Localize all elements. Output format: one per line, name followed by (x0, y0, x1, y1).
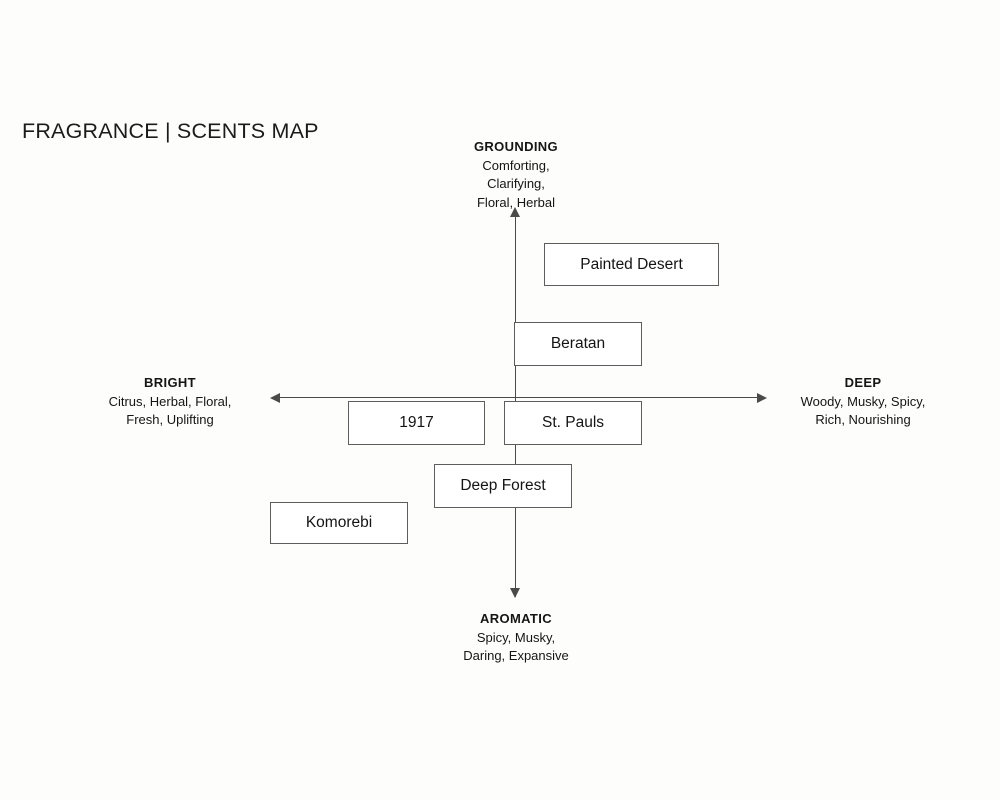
axis-label-aromatic-title: AROMATIC (480, 611, 552, 626)
axis-label-aromatic: AROMATIC Spicy, Musky, Daring, Expansive (416, 610, 616, 666)
axis-label-grounding-line3: Floral, Herbal (476, 194, 556, 210)
axis-label-deep-line1: Woody, Musky, Spicy, (800, 393, 926, 409)
axis-label-deep-line2: Rich, Nourishing (815, 412, 911, 427)
axis-label-bright-line1: Citrus, Herbal, Floral, (108, 393, 232, 409)
axis-label-aromatic-line1: Spicy, Musky, (476, 629, 556, 645)
scent-box-beratan[interactable]: Beratan (514, 322, 642, 366)
axis-label-deep-title: DEEP (844, 375, 882, 390)
scent-box-painted-desert-label: Painted Desert (580, 255, 683, 273)
scent-box-beratan-label: Beratan (550, 335, 606, 352)
axis-label-bright-title: BRIGHT (144, 375, 196, 390)
axis-label-bright-line2: Fresh, Uplifting (126, 412, 214, 427)
axis-label-grounding-title: GROUNDING (473, 139, 559, 154)
horizontal-axis-line (277, 397, 763, 399)
axis-label-grounding: GROUNDING Comforting, Clarifying, Floral… (416, 138, 616, 212)
arrow-left-icon (270, 392, 280, 403)
axis-label-aromatic-line2: Daring, Expansive (463, 648, 569, 663)
arrow-up-icon (510, 207, 520, 217)
scent-box-deep-forest[interactable]: Deep Forest (434, 464, 572, 508)
axis-label-bright: BRIGHT Citrus, Herbal, Floral, Fresh, Up… (75, 374, 265, 430)
scent-box-st-pauls[interactable]: St. Pauls (504, 401, 642, 445)
scent-box-painted-desert[interactable]: Painted Desert (544, 243, 719, 286)
scent-box-1917-label: 1917 (399, 414, 434, 431)
scent-box-komorebi-label: Komorebi (305, 514, 373, 531)
scent-box-komorebi[interactable]: Komorebi (270, 502, 408, 544)
scent-box-st-pauls-label: St. Pauls (541, 414, 605, 431)
axis-label-grounding-line1: Comforting, (482, 157, 550, 173)
arrow-down-icon (510, 588, 520, 598)
scent-box-1917[interactable]: 1917 (348, 401, 485, 445)
scent-box-deep-forest-label: Deep Forest (460, 477, 546, 494)
arrow-right-icon (757, 392, 767, 403)
page-title: FRAGRANCE | SCENTS MAP (22, 119, 319, 143)
axis-label-grounding-line2: Clarifying, (487, 176, 545, 191)
axis-label-deep: DEEP Woody, Musky, Spicy, Rich, Nourishi… (768, 374, 958, 430)
